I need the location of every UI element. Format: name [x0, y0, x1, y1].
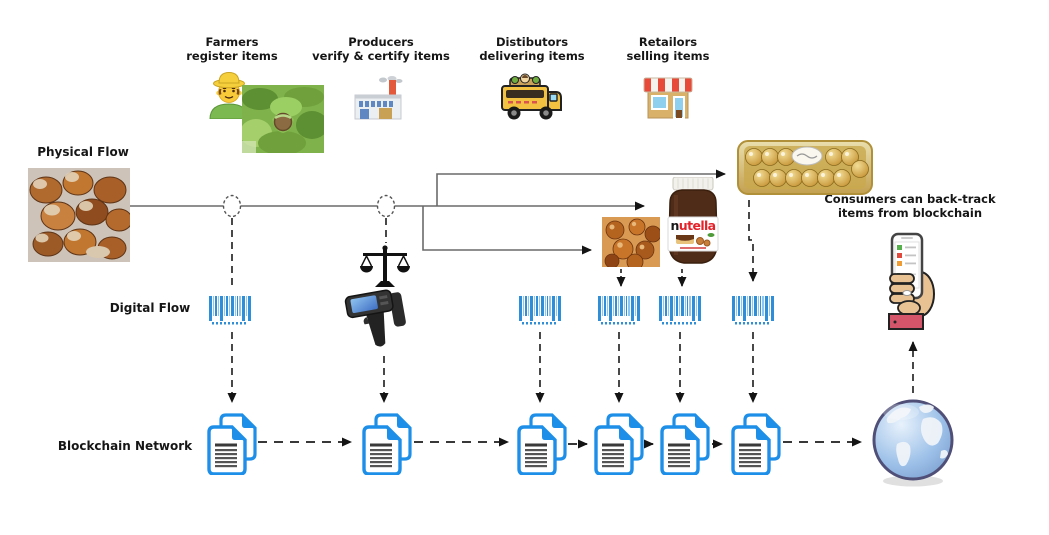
- barcode-icon: [596, 293, 642, 327]
- storefront-icon: [643, 77, 693, 119]
- digital-flow-arrows: [227, 200, 918, 403]
- barcode-icon: [657, 293, 703, 327]
- stage-label-distributors: Distibutors delivering items: [479, 35, 585, 63]
- ledger-docs-icon: [594, 411, 644, 475]
- roasted-hazelnuts-photo: [602, 217, 660, 267]
- stage-label-producers: Producers verify & certify items: [312, 35, 450, 63]
- consumer-note-label: Consumers can back-track items from bloc…: [824, 192, 996, 220]
- svg-text:nutella: nutella: [670, 218, 715, 233]
- digital-flow-label: Digital Flow: [109, 301, 191, 315]
- barcode-scanner-icon: [344, 289, 406, 347]
- globe-icon: [872, 399, 954, 487]
- factory-icon: [354, 76, 403, 120]
- physical-flow-label: Physical Flow: [37, 145, 129, 159]
- ledger-docs-icon: [207, 411, 257, 475]
- delivery-truck-icon: [501, 73, 562, 120]
- hazelnut-plant-photo: [242, 85, 324, 153]
- ledger-docs-icon: [517, 411, 567, 475]
- nutella-brand-rest: utella: [679, 218, 716, 233]
- flow-node-ellipse: [376, 194, 396, 218]
- barcode-icon: [730, 293, 776, 327]
- stage-label-farmers: Farmers register items: [186, 35, 278, 63]
- nutella-brand-n: n: [670, 218, 678, 233]
- blockchain-network-label: Blockchain Network: [57, 439, 193, 453]
- stage-label-retailers: Retailors selling items: [626, 35, 710, 63]
- blockchain-chain-arrows: [258, 437, 862, 449]
- ledger-docs-icon: [660, 411, 710, 475]
- hazelnuts-photo: [28, 168, 130, 262]
- ledger-docs-icon: [362, 411, 412, 475]
- phone-in-hand-icon: [888, 232, 935, 330]
- scale-icon: [360, 245, 410, 287]
- flow-node-ellipses: [222, 194, 396, 218]
- ledger-docs-icon: [731, 411, 781, 475]
- barcode-icon: [517, 293, 563, 327]
- flow-node-ellipse: [222, 194, 242, 218]
- nutella-jar: nutella: [667, 177, 719, 264]
- barcode-icon: [207, 293, 253, 327]
- ferrero-chocolates-box: [737, 140, 873, 195]
